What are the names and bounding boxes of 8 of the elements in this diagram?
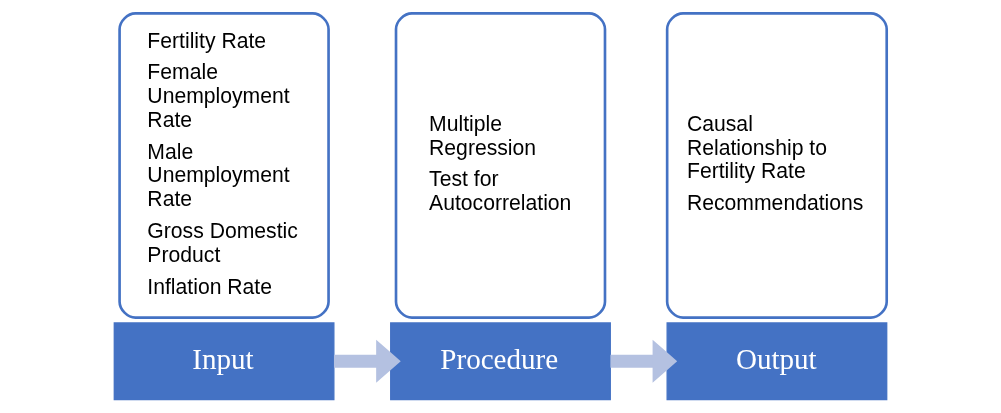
node-box: Output [666,322,888,401]
node-box: Causal Relationship to Fertility Rate Recommendations [665,12,889,319]
node-box: Procedure [390,322,611,401]
node-box: Multiple Regression Test for Autocorrelation [394,12,607,319]
arrow [334,339,401,383]
node-box: Input [113,322,335,401]
node-box: Fertility Rate Female Unemployment Rate Male Unemployment Rate Gross Domestic Product Inflation Rate [118,12,330,319]
arrow [610,339,678,383]
